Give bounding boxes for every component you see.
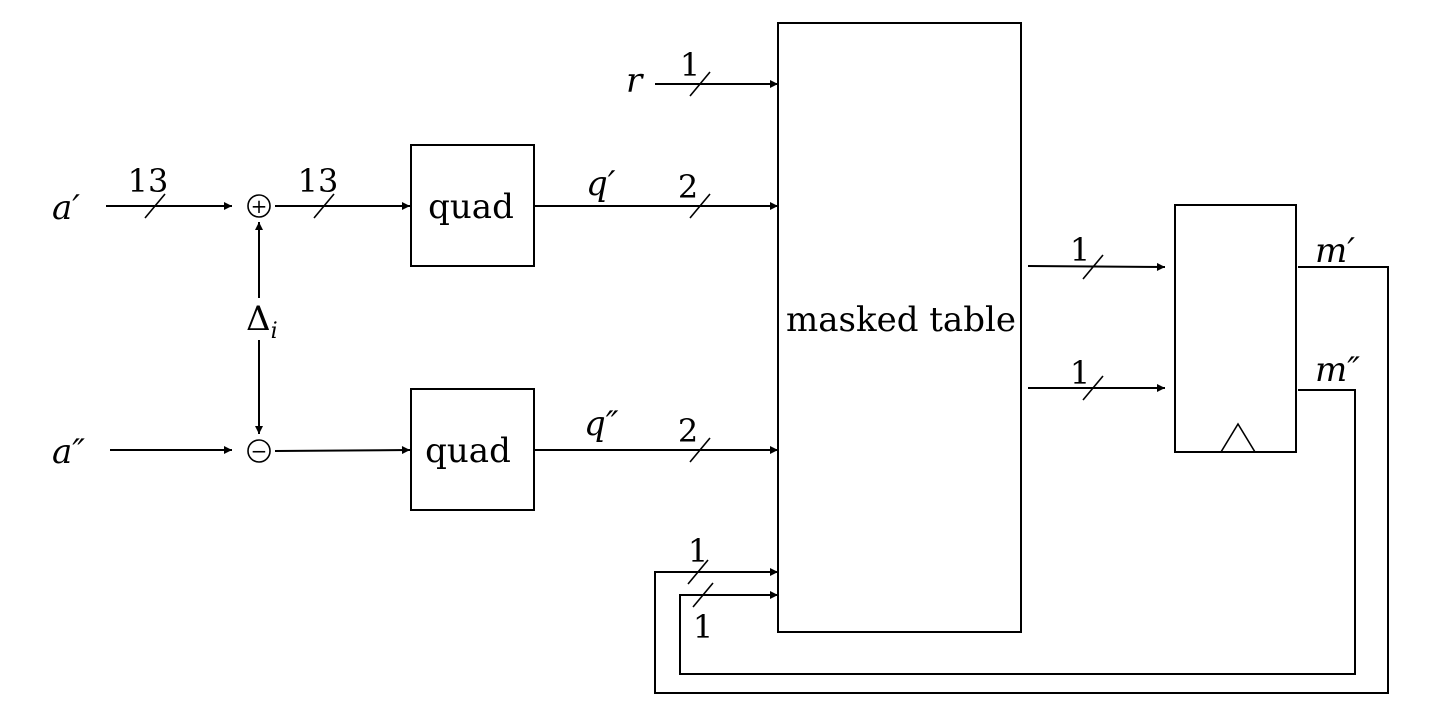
clock-triangle-icon [1220,422,1256,453]
quad-bottom-box [410,388,535,511]
masked-table-box [777,22,1022,633]
minus-sign: − [251,439,268,463]
width-sum-out: 13 [298,162,339,200]
q-double-prime-label: q″ [584,404,619,444]
plus-sign: + [251,194,268,218]
width-feedback-bottom: 1 [693,608,713,646]
bus-slashes [144,71,1104,608]
wire-table-out-top [1027,262,1166,271]
wire-feedback-m-prime [654,266,1389,694]
r-label: r [626,61,644,101]
m-double-prime-label: m″ [1315,350,1360,390]
a-double-prime-label: a″ [52,432,85,472]
slash-q-double-prime [689,437,711,463]
quad-top-label: quad [428,187,514,227]
adder: + [247,194,271,218]
width-r: 1 [680,46,700,84]
wires [106,80,1389,694]
subtractor: − [247,439,271,463]
width-q-prime: 2 [678,168,698,206]
m-prime-label: m′ [1315,231,1355,271]
slash-r [689,71,711,97]
width-out-top: 1 [1070,231,1090,269]
width-feedback-top: 1 [688,532,708,570]
wire-diff-to-quad-bottom [274,446,411,455]
adder-circle [247,194,271,218]
q-prime-label: q′ [586,164,616,204]
register-box [1174,204,1297,453]
a-prime-label: a′ [52,188,80,228]
quad-bottom-label: quad [425,431,511,471]
slash-feedback-top [687,559,709,585]
slash-sum-out [313,193,335,219]
width-out-bottom: 1 [1070,354,1090,392]
masked-table-label: masked table [786,300,1016,340]
quad-top-box [410,144,535,267]
slash-feedback-bottom [692,582,714,608]
slash-a-prime [144,193,166,219]
delta-label: Δi [246,299,278,344]
slash-out-top [1082,254,1104,280]
wire-feedback-m-double-prime [679,389,1356,675]
subtractor-circle [247,439,271,463]
slash-out-bottom [1082,375,1104,401]
slash-q-prime [689,193,711,219]
width-a-prime: 13 [128,162,169,200]
width-q-double-prime: 2 [678,412,698,450]
